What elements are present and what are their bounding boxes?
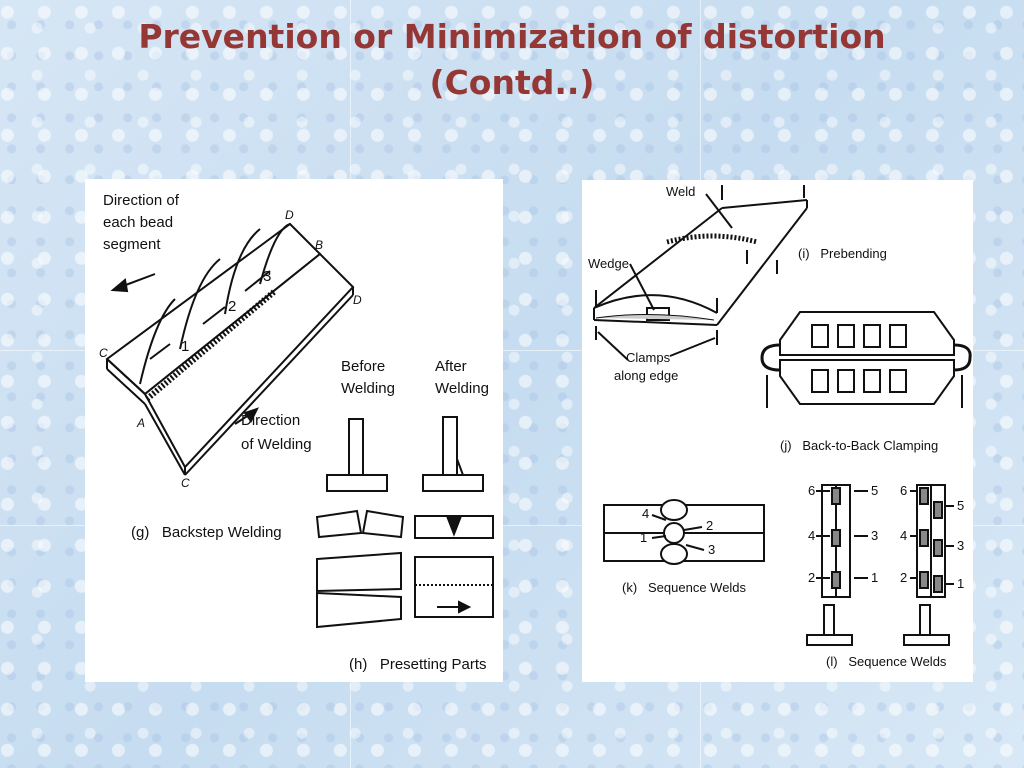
right-figure-drawing: Weld Wedge Clamps along edge (i) Prebend… bbox=[588, 184, 972, 669]
sequence-l-right-number-5: 5 bbox=[957, 498, 964, 513]
sequence-k-weld-top bbox=[660, 499, 688, 521]
slide-title-line-1: Prevention or Minimization of distortion bbox=[138, 17, 886, 56]
bead-arrow-4 bbox=[259, 223, 291, 285]
slide-title-line-2: (Contd..) bbox=[429, 63, 595, 102]
bead-direction-label-3: segment bbox=[103, 236, 161, 253]
welding-direction-label-2: of Welding bbox=[241, 436, 312, 453]
before-t-base bbox=[326, 474, 388, 492]
corner-letter-a: A bbox=[136, 416, 145, 430]
before-taper-bottom bbox=[316, 591, 402, 629]
sequence-l-left-number-2: 2 bbox=[808, 570, 815, 585]
sequence-k-number-2: 2 bbox=[706, 518, 713, 533]
clamp-right bbox=[953, 343, 972, 372]
sequence-l-left-number-3: 3 bbox=[871, 528, 878, 543]
sequence-l-left-number-5: 5 bbox=[871, 483, 878, 498]
sequence-l-left-number-1: 1 bbox=[871, 570, 878, 585]
segment-number-3: 3 bbox=[263, 268, 271, 285]
welding-direction-label-1: Direction bbox=[241, 412, 300, 429]
bead-arrow-1 bbox=[139, 298, 176, 385]
clamps-label-1: Clamps bbox=[626, 350, 671, 365]
corner-letter-b: B bbox=[315, 238, 323, 252]
corner-letter-c-bottom: C bbox=[181, 476, 190, 490]
left-figure-panel: Direction of each bead segment 1 2 3 C A… bbox=[85, 179, 503, 682]
bead-direction-label-1: Direction of bbox=[103, 192, 180, 209]
right-figure-panel: Weld Wedge Clamps along edge (i) Prebend… bbox=[582, 180, 973, 682]
back-to-back-caption: (j) Back-to-Back Clamping bbox=[780, 438, 938, 453]
sequence-l-right-number-6: 6 bbox=[900, 483, 907, 498]
sequence-k-number-4: 4 bbox=[642, 506, 649, 521]
after-welding-label-2: Welding bbox=[435, 380, 489, 397]
sequence-l-left-number-6: 6 bbox=[808, 483, 815, 498]
sequence-k-number-3: 3 bbox=[708, 542, 715, 557]
before-taper-top bbox=[316, 551, 402, 593]
segment-number-2: 2 bbox=[228, 298, 236, 315]
bead-direction-label-2: each bead bbox=[103, 214, 173, 231]
corner-letter-d-right: D bbox=[353, 293, 362, 307]
after-t-base bbox=[422, 474, 484, 492]
left-figure-drawing: Direction of each bead segment 1 2 3 C A… bbox=[99, 192, 494, 673]
after-t-stem bbox=[442, 416, 458, 476]
corner-letter-d-top: D bbox=[285, 208, 294, 222]
weld-label: Weld bbox=[666, 184, 695, 199]
sequence-l-right-number-4: 4 bbox=[900, 528, 907, 543]
after-welding-label-1: After bbox=[435, 358, 467, 375]
before-butt-left bbox=[315, 509, 363, 539]
presetting-caption: (h) Presetting Parts bbox=[349, 656, 487, 673]
sequence-k-caption: (k) Sequence Welds bbox=[622, 580, 747, 595]
before-welding-label-1: Before bbox=[341, 358, 385, 375]
sequence-l-left-number-4: 4 bbox=[808, 528, 815, 543]
sequence-k-weld-bottom bbox=[660, 543, 688, 565]
before-butt-right bbox=[361, 509, 405, 539]
prebend-plate-top bbox=[594, 201, 802, 308]
backstep-caption: (g) Backstep Welding bbox=[131, 524, 282, 541]
clamp-left bbox=[760, 343, 781, 372]
sequence-l-right-number-1: 1 bbox=[957, 576, 964, 591]
slide-title: Prevention or Minimization of distortion… bbox=[40, 14, 984, 106]
clamps-label-2: along edge bbox=[614, 368, 678, 383]
prebending-caption: (i) Prebending bbox=[798, 246, 887, 261]
segment-number-1: 1 bbox=[181, 338, 189, 355]
bead-arrow-3 bbox=[224, 228, 261, 315]
wedge-label: Wedge bbox=[588, 256, 629, 271]
corner-letter-c-left: C bbox=[99, 346, 108, 360]
sequence-k-number-1: 1 bbox=[640, 530, 647, 545]
prebend-weld-seam bbox=[666, 233, 758, 245]
sequence-l-right-number-2: 2 bbox=[900, 570, 907, 585]
sequence-l-caption: (l) Sequence Welds bbox=[826, 654, 947, 669]
before-welding-label-2: Welding bbox=[341, 380, 395, 397]
bead-arrow-2 bbox=[179, 258, 221, 350]
before-t-stem bbox=[348, 418, 364, 476]
sequence-l-right-number-3: 3 bbox=[957, 538, 964, 553]
